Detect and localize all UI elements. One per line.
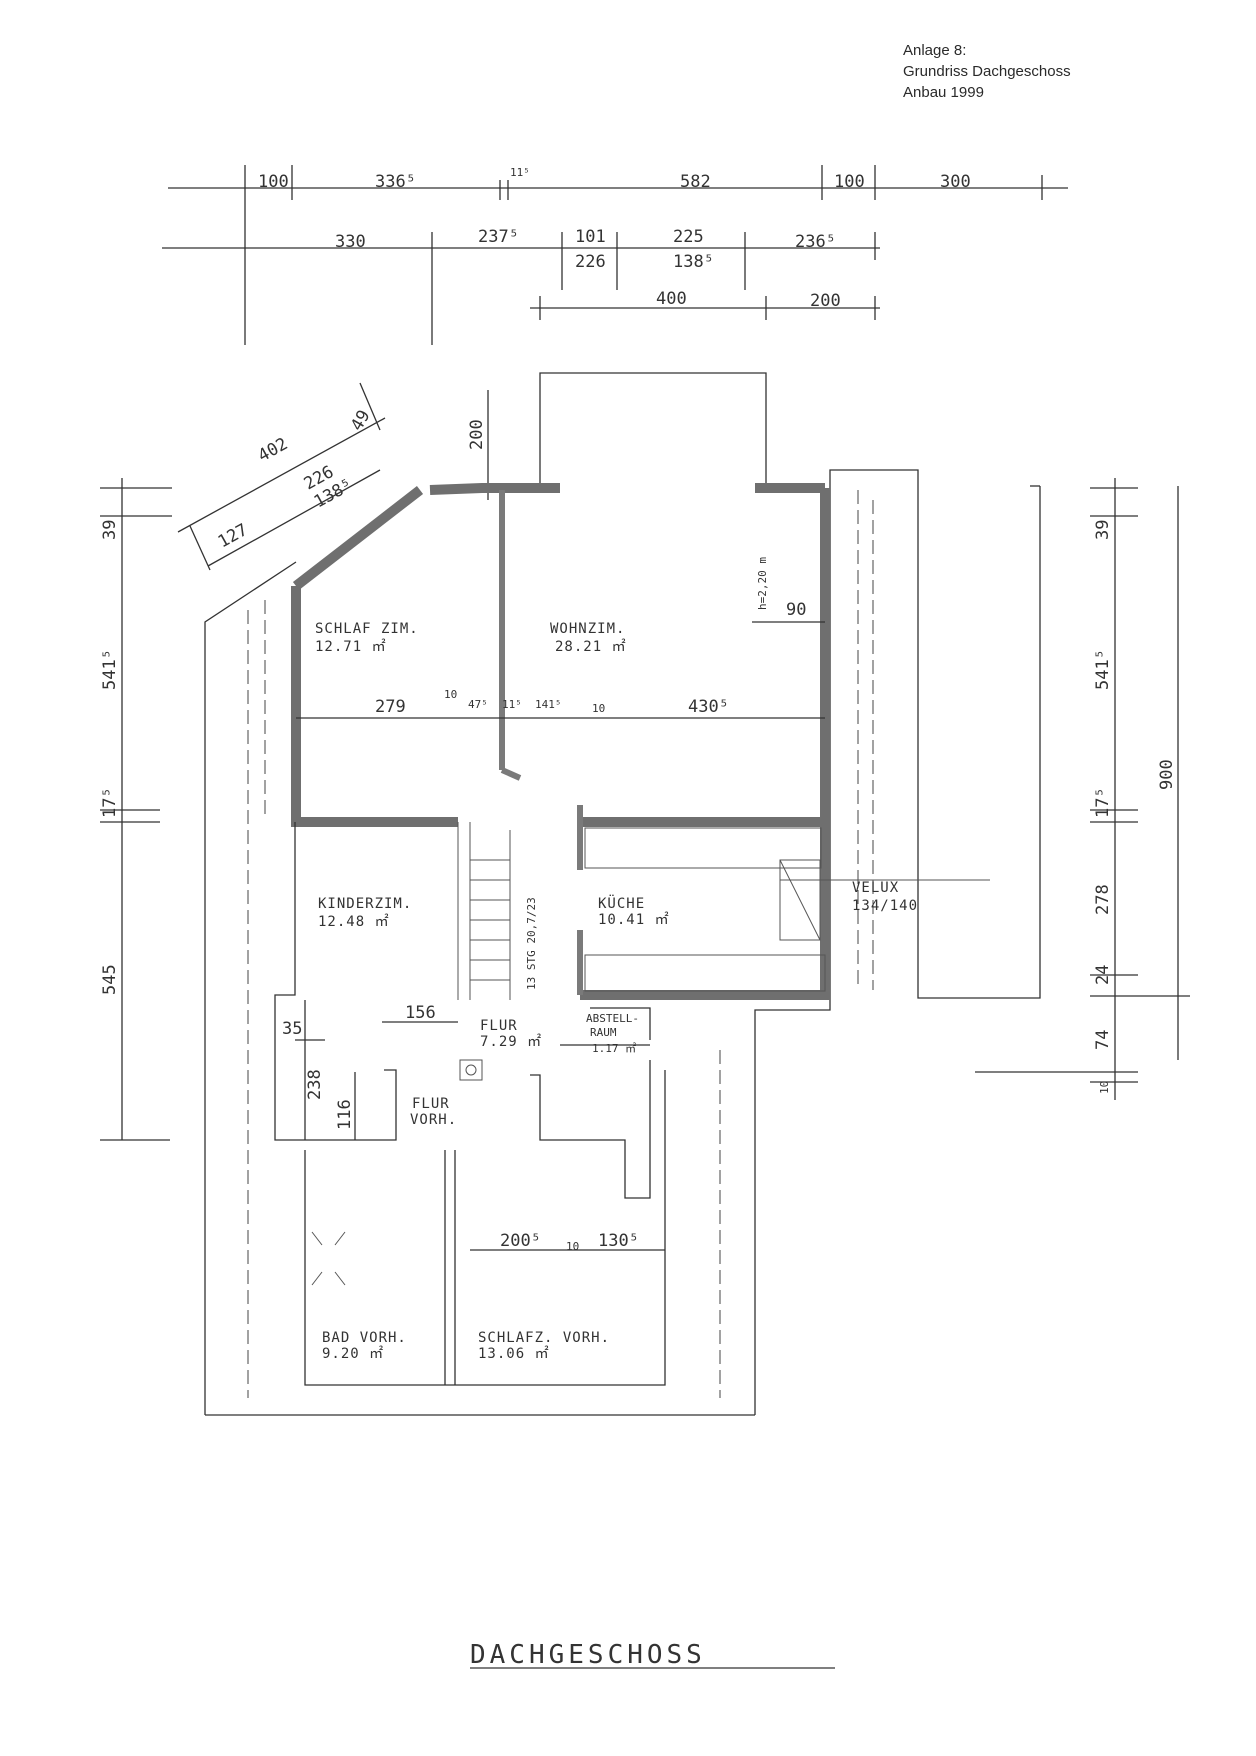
dim-row3-400: 400	[656, 289, 687, 309]
dim-mid-11: 11⁵	[502, 698, 522, 711]
dim-156: 156	[405, 1003, 436, 1023]
caption-line-1: Anlage 8:	[903, 42, 967, 59]
dim-row3-200: 200	[810, 291, 841, 311]
caption-line-3: Anbau 1999	[903, 84, 984, 101]
misc-dimensions: h=2,20 m 90 156 35 238 116 200⁵ 10 130⁵	[282, 557, 825, 1286]
room-velux-area: 134/140	[852, 898, 918, 914]
dim-130: 130⁵	[598, 1231, 639, 1251]
roof-outline	[204, 469, 1041, 1416]
dim-90: 90	[786, 600, 806, 620]
room-velux-name: VELUX	[852, 880, 899, 896]
dim-mid-10a: 10	[444, 688, 457, 701]
plan-title-group: DACHGESCHOSS	[470, 1640, 835, 1670]
room-schlaf-area: 12.71 ㎡	[315, 639, 387, 655]
stair: 13 STG 20,7/23	[470, 830, 538, 1000]
stair-label: 13 STG 20,7/23	[525, 897, 538, 990]
dim-35: 35	[282, 1019, 302, 1039]
caption-line-2: Grundriss Dachgeschoss	[903, 63, 1071, 80]
dim-diag-127: 127	[215, 520, 252, 552]
caption-block: Anlage 8: Grundriss Dachgeschoss Anbau 1…	[903, 40, 1071, 103]
dim-right-74: 74	[1093, 1030, 1113, 1050]
dim-top-582: 582	[680, 172, 711, 192]
room-wohn-area: 28.21 ㎡	[555, 639, 627, 655]
room-schlafz-name: SCHLAFZ. VORH.	[478, 1330, 610, 1346]
bath-window-marks	[311, 1231, 346, 1286]
room-kueche-area: 10.41 ㎡	[598, 912, 670, 928]
dim-row2-138: 138⁵	[673, 252, 714, 272]
room-flurvorh-name: FLUR	[412, 1096, 450, 1112]
top-dimension-chains: 100 336⁵ 11⁵ 582 100 300 330 237⁵ 101 22…	[162, 165, 1068, 345]
room-bad-area: 9.20 ㎡	[322, 1346, 384, 1362]
dim-mid-430: 430⁵	[688, 697, 729, 717]
walls	[274, 483, 830, 1386]
dim-right-10: 10	[1098, 1081, 1111, 1094]
dim-row2-236: 236⁵	[795, 232, 836, 252]
dim-right-39: 39	[1093, 520, 1113, 540]
dim-diag-49: 49	[347, 407, 375, 435]
dim-238: 238	[305, 1069, 325, 1100]
dim-200-5: 200⁵	[500, 1231, 541, 1251]
dim-right-17: 17⁵	[1093, 787, 1113, 818]
room-schlafz-area: 13.06 ㎡	[478, 1346, 550, 1362]
dim-left-39: 39	[100, 520, 120, 540]
dim-row2-237: 237⁵	[478, 227, 519, 247]
kitchen-fixtures	[584, 827, 990, 992]
dim-right-541: 541⁵	[1093, 649, 1113, 690]
dim-diag-402: 402	[255, 434, 292, 466]
room-labels: SCHLAF ZIM. 12.71 ㎡ WOHNZIM. 28.21 ㎡ KIN…	[315, 621, 918, 1362]
room-schlaf-name: SCHLAF ZIM.	[315, 621, 419, 637]
dim-row2-225: 225	[673, 227, 704, 247]
dim-mid-141: 141⁵	[535, 698, 562, 711]
room-kinder-area: 12.48 ㎡	[318, 914, 390, 930]
dim-left-545: 545	[100, 964, 120, 995]
room-flurvorh-name2: VORH.	[410, 1112, 457, 1128]
middle-dimension-row: 279 10 47⁵ 11⁵ 141⁵ 10 430⁵	[296, 688, 825, 719]
dim-right-24: 24	[1093, 965, 1113, 985]
room-flur-area: 7.29 ㎡	[480, 1034, 542, 1050]
dim-row2-226: 226	[575, 252, 606, 272]
dim-top-100b: 100	[834, 172, 865, 192]
room-flur-name: FLUR	[480, 1018, 518, 1034]
dim-height: h=2,20 m	[756, 557, 769, 610]
dim-row2-101: 101	[575, 227, 606, 247]
dim-right-900: 900	[1157, 759, 1177, 790]
balcony: 200	[467, 372, 767, 500]
room-abstell-name: ABSTELL-	[586, 1012, 639, 1025]
dim-row2-330: 330	[335, 232, 366, 252]
dim-mid-10b: 10	[592, 702, 605, 715]
room-abstell-area: 1.17 ㎡	[592, 1042, 636, 1055]
dim-right-278: 278	[1093, 884, 1113, 915]
dim-top-100: 100	[258, 172, 289, 192]
dim-top-336: 336⁵	[375, 172, 416, 192]
dim-left-17: 17⁵	[100, 787, 120, 818]
room-wohn-name: WOHNZIM.	[550, 621, 625, 637]
dim-mid-47: 47⁵	[468, 698, 488, 711]
dim-116: 116	[335, 1099, 355, 1130]
dim-mid-279: 279	[375, 697, 406, 717]
dim-top-300: 300	[940, 172, 971, 192]
right-dimension-chain: 39 541⁵ 17⁵ 278 24 74 10 900	[975, 478, 1190, 1100]
dim-top-11: 11⁵	[510, 166, 530, 179]
room-kinder-name: KINDERZIM.	[318, 896, 412, 912]
room-kueche-name: KÜCHE	[598, 894, 645, 912]
dim-10c: 10	[566, 1240, 579, 1253]
room-abstell-name2: RAUM	[590, 1026, 617, 1039]
room-bad-name: BAD VORH.	[322, 1330, 407, 1346]
dim-left-541: 541⁵	[100, 649, 120, 690]
dim-balcony-200: 200	[467, 419, 487, 450]
left-dimension-chain: 39 541⁵ 17⁵ 545	[100, 478, 172, 1141]
plan-title: DACHGESCHOSS	[470, 1640, 706, 1670]
